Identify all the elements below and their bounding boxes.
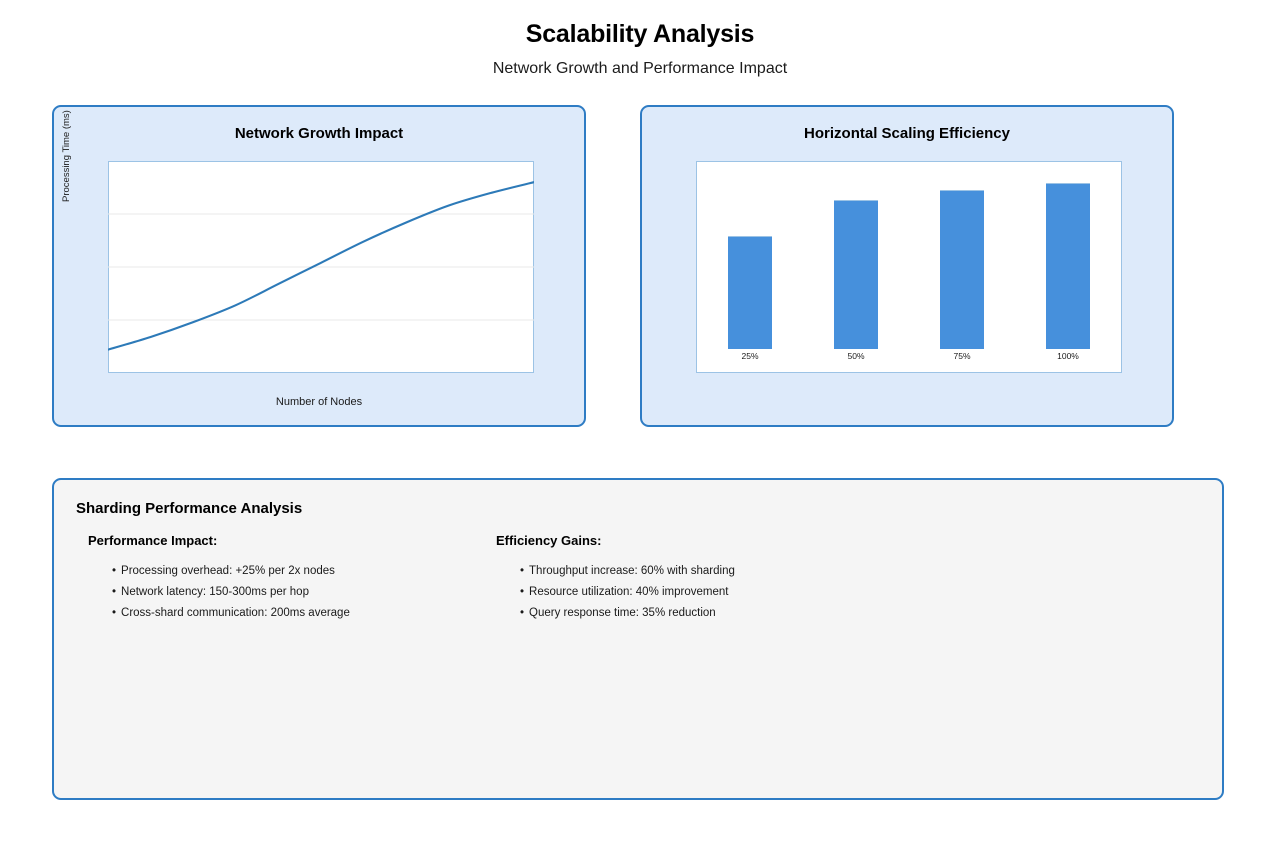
bar-group[interactable]: 100% — [1046, 182, 1090, 361]
bar-rect[interactable] — [834, 200, 878, 349]
analysis-panel-title: Sharding Performance Analysis — [76, 500, 303, 517]
bar-category-label: 75% — [953, 351, 971, 361]
card-horizontal-scaling-efficiency: Horizontal Scaling Efficiency 25% 50% 75% 1… — [640, 105, 1174, 427]
analysis-column: Efficiency Gains:•Throughput increase: 6… — [488, 532, 928, 624]
bullet-icon: • — [112, 565, 117, 577]
line-chart-y-axis-label: Processing Time (ms) — [61, 110, 72, 202]
bullet-icon: • — [520, 586, 525, 598]
bar-category-label: 25% — [741, 351, 759, 361]
bar-chart-bars: 25% 50% 75% 100% — [697, 162, 1121, 372]
analysis-bullet-item: •Query response time: 35% reduction — [520, 603, 928, 624]
chart-title-horizontal-scaling-efficiency: Horizontal Scaling Efficiency — [804, 125, 1010, 142]
line-chart-svg — [108, 181, 534, 351]
analysis-column-heading: Performance Impact: — [88, 533, 218, 548]
analysis-column-heading: Efficiency Gains: — [496, 533, 602, 548]
analysis-column: Performance Impact:•Processing overhead:… — [54, 532, 488, 624]
line-chart-series-path — [108, 181, 534, 351]
bullet-icon: • — [520, 607, 525, 619]
analysis-bullet-item: •Throughput increase: 60% with sharding — [520, 561, 928, 582]
analysis-bullet-item: •Resource utilization: 40% improvement — [520, 582, 928, 603]
chart-title-network-growth-impact: Network Growth Impact — [234, 125, 404, 142]
charts-row: Network Growth Impact Processing Time (m… — [0, 105, 1280, 430]
bar-group[interactable]: 25% — [728, 235, 772, 361]
bar-group[interactable]: 75% — [940, 189, 984, 361]
bullet-icon: • — [112, 586, 117, 598]
bar-category-label: 50% — [847, 351, 865, 361]
analysis-bullet-list: •Processing overhead: +25% per 2x nodes•… — [88, 549, 488, 624]
bar-rect[interactable] — [728, 235, 772, 349]
bar-rect[interactable] — [1046, 182, 1090, 349]
line-chart-gridlines — [108, 213, 534, 321]
page-title: Scalability Analysis — [525, 20, 755, 48]
line-chart-plot-area — [108, 161, 534, 373]
bar-group[interactable]: 50% — [834, 200, 878, 361]
page-header: Scalability Analysis Network Growth and … — [0, 0, 1280, 79]
analysis-bullet-item: •Processing overhead: +25% per 2x nodes — [112, 561, 488, 582]
sharding-performance-analysis-panel: Sharding Performance Analysis Performanc… — [52, 478, 1224, 800]
bar-category-label: 100% — [1057, 351, 1079, 361]
analysis-columns: Performance Impact:•Processing overhead:… — [54, 532, 1222, 624]
bar-chart-plot-area: 25% 50% 75% 100% — [696, 161, 1122, 373]
card-network-growth-impact: Network Growth Impact Processing Time (m… — [52, 105, 586, 427]
analysis-bullet-item: •Cross-shard communication: 200ms averag… — [112, 603, 488, 624]
line-chart-x-axis-label: Number of Nodes — [275, 396, 363, 408]
analysis-bullet-item: •Network latency: 150-300ms per hop — [112, 582, 488, 603]
analysis-bullet-list: •Throughput increase: 60% with sharding•… — [496, 549, 928, 624]
bar-rect[interactable] — [940, 189, 984, 349]
bullet-icon: • — [520, 565, 525, 577]
bullet-icon: • — [112, 607, 117, 619]
page-subtitle: Network Growth and Performance Impact — [492, 60, 788, 77]
